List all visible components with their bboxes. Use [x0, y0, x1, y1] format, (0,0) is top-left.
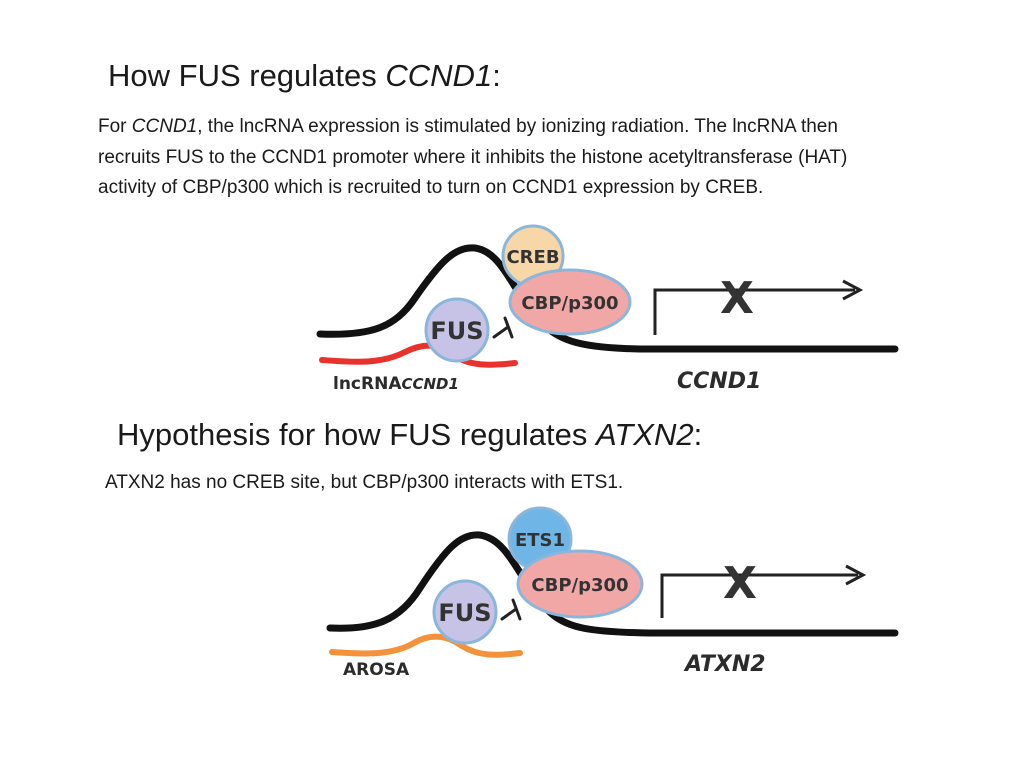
fus-label-1: FUS — [430, 317, 483, 345]
transcription-arrow-1 — [653, 288, 855, 335]
section1-para-text: , the lncRNA expression is stimulated by… — [98, 116, 848, 198]
section1-title: How FUS regulates CCND1: — [108, 58, 501, 94]
atxn2-dna-curve — [326, 531, 899, 637]
fus-blob-2 — [432, 579, 498, 645]
section1-title-prefix: How FUS regulates — [108, 58, 386, 93]
section1-para-gene: CCND1 — [131, 116, 198, 137]
cbp-p300-blob-1 — [508, 268, 632, 336]
transcription-arrowhead-2 — [845, 564, 867, 586]
lncrna-label-main: lncRNA — [333, 374, 402, 394]
section1-paragraph: For CCND1, the lncRNA expression is stim… — [98, 112, 898, 204]
lncrna-label-sub: CCND1 — [401, 375, 458, 393]
fus-blob-1 — [424, 297, 490, 363]
creb-label: CREB — [506, 247, 559, 268]
ccnd1-diagram: CREB CBP/p300 FUS X lncRNACCND1 CCND1 — [316, 224, 899, 394]
atxn2-diagram: ETS1 CBP/p300 FUS X AROSA ATXN2 — [326, 506, 899, 680]
arosa-strand — [329, 633, 523, 658]
section2-paragraph: ATXN2 has no CREB site, but CBP/p300 int… — [105, 472, 624, 493]
inhibition-symbol-1 — [492, 316, 514, 339]
cbp-p300-label-1: CBP/p300 — [521, 293, 618, 314]
section2-title-suffix: : — [693, 417, 703, 452]
section1-title-suffix: : — [492, 58, 501, 93]
section1-para-prefix: For — [98, 116, 132, 137]
ccnd1-gene-label: CCND1 — [677, 369, 761, 394]
lncrna-label: lncRNACCND1 — [333, 374, 459, 394]
cbp-p300-blob-2 — [516, 549, 644, 619]
section2-title-prefix: Hypothesis for how FUS regulates — [117, 417, 596, 452]
section1-title-gene: CCND1 — [385, 58, 493, 93]
arosa-label: AROSA — [343, 660, 410, 680]
inhibition-symbol-2 — [500, 598, 522, 621]
cbp-p300-label-2: CBP/p300 — [531, 575, 628, 596]
block-x-1: X — [720, 273, 754, 324]
transcription-arrowhead-1 — [842, 279, 864, 301]
ccnd1-dna-curve — [316, 244, 899, 353]
fus-label-2: FUS — [438, 599, 491, 627]
transcription-arrow-2 — [660, 573, 858, 618]
ets1-label: ETS1 — [515, 530, 565, 551]
atxn2-gene-label: ATXN2 — [683, 652, 766, 677]
block-x-2: X — [723, 558, 757, 609]
section2-title: Hypothesis for how FUS regulates ATXN2: — [117, 417, 702, 453]
lncrna-strand — [319, 342, 518, 368]
section2-title-gene: ATXN2 — [596, 417, 694, 452]
